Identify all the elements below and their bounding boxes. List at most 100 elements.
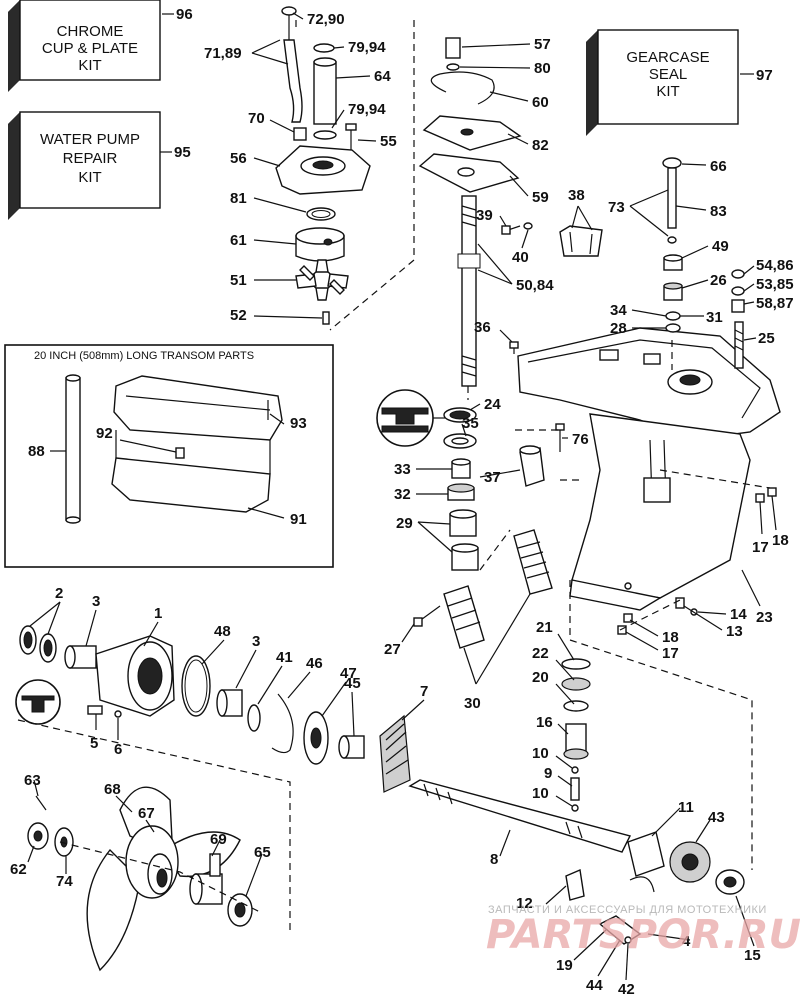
callout: 30 <box>464 695 481 712</box>
callout: 93 <box>290 415 307 432</box>
callout: 83 <box>710 203 727 220</box>
callout: 46 <box>306 655 323 672</box>
bearing-stack <box>443 407 479 571</box>
kit-label-line: REPAIR <box>63 150 118 167</box>
long-transom-inset: 20 INCH (508mm) LONG TRANSOM PARTS <box>4 344 334 568</box>
callout: 33 <box>394 461 411 478</box>
callout: 16 <box>536 714 553 731</box>
callout: 26 <box>710 272 727 289</box>
shift-rod-parts <box>662 157 745 370</box>
callout: 39 <box>476 207 493 224</box>
callout: 66 <box>710 158 727 175</box>
callout: 55 <box>380 133 397 150</box>
callout: 34 <box>610 302 627 319</box>
callout: 72,90 <box>307 11 345 28</box>
callout: 37 <box>484 469 501 486</box>
callout: 53,85 <box>756 276 794 293</box>
callout: 48 <box>214 623 231 640</box>
callout: 41 <box>276 649 293 666</box>
callout: 18 <box>662 629 679 646</box>
callout: 27 <box>384 641 401 658</box>
callout: 62 <box>10 861 27 878</box>
callout: 44 <box>586 977 603 994</box>
callout: 81 <box>230 190 247 207</box>
kit-label-line: CUP & PLATE <box>42 40 138 57</box>
callout: 43 <box>708 809 725 826</box>
callout: 82 <box>532 137 549 154</box>
callout: 3 <box>92 593 100 610</box>
callout: 59 <box>532 189 549 206</box>
water-intake-screens <box>413 529 553 649</box>
callout: 54,86 <box>756 257 794 274</box>
water-pump-parts <box>275 6 371 325</box>
watermark: ЗАПЧАСТИ И АКСЕССУАРЫ ДЛЯ МОТОТЕХНИКИ PA… <box>486 904 800 958</box>
inset-title: 20 INCH (508mm) LONG TRANSOM PARTS <box>34 350 254 362</box>
callout-95: 95 <box>174 144 191 161</box>
callout: 5 <box>90 735 98 752</box>
callout: 9 <box>544 765 552 782</box>
callout: 51 <box>230 272 247 289</box>
callout: 67 <box>138 805 155 822</box>
callout: 92 <box>96 425 113 442</box>
watermark-logo: PARTSPOR.RU <box>486 912 800 958</box>
callout: 68 <box>104 781 121 798</box>
kit-label-line: KIT <box>78 57 101 74</box>
callout: 61 <box>230 232 247 249</box>
callout: 18 <box>772 532 789 549</box>
callout-96: 96 <box>176 6 193 23</box>
kit-label-line: KIT <box>656 83 679 100</box>
callout: 56 <box>230 150 247 167</box>
callout: 79,94 <box>348 101 386 118</box>
callout: 88 <box>28 443 45 460</box>
callout: 91 <box>290 511 307 528</box>
callout: 14 <box>730 606 747 623</box>
callout: 17 <box>752 539 769 556</box>
callout: 74 <box>56 873 73 890</box>
callout: 69 <box>210 831 227 848</box>
callout: 2 <box>55 585 63 602</box>
callout: 70 <box>248 110 265 127</box>
callout: 25 <box>758 330 775 347</box>
callout: 1 <box>154 605 162 622</box>
callout: 50,84 <box>516 277 554 294</box>
anode-parts <box>515 423 565 487</box>
callout: 12 <box>516 895 533 912</box>
callout: 79,94 <box>348 39 386 56</box>
propshaft-parts <box>15 625 745 945</box>
callout: 3 <box>252 633 260 650</box>
callout: 80 <box>534 60 551 77</box>
callout: 73 <box>608 199 625 216</box>
callout: 40 <box>512 249 529 266</box>
leader-lines <box>27 12 777 981</box>
pinion-stack <box>561 658 591 812</box>
kit-label-line: GEARCASE <box>626 49 709 66</box>
kit-box-chrome-cup-plate: CHROME CUP & PLATE KIT 96 <box>8 0 193 92</box>
callout: 4 <box>682 933 691 950</box>
watermark-tagline: ЗАПЧАСТИ И АКСЕССУАРЫ ДЛЯ МОТОТЕХНИКИ <box>488 904 767 916</box>
callout: 31 <box>706 309 723 326</box>
callout: 38 <box>568 187 585 204</box>
kit-box-water-pump: WATER PUMP REPAIR KIT 95 <box>8 111 191 220</box>
callout: 13 <box>726 623 743 640</box>
callout: 6 <box>114 741 122 758</box>
propeller-parts <box>27 786 253 972</box>
callout: 71,89 <box>204 45 242 62</box>
callout: 23 <box>756 609 773 626</box>
callout: 63 <box>24 772 41 789</box>
callout: 19 <box>556 957 573 974</box>
driveshaft-parts <box>418 37 603 387</box>
kit-label-line: SEAL <box>649 66 687 83</box>
callout: 42 <box>618 981 635 997</box>
callout-labels: 72,90 71,89 79,94 64 79,94 70 55 56 81 6… <box>10 11 794 997</box>
callout: 64 <box>374 68 391 85</box>
callout: 29 <box>396 515 413 532</box>
callout-97: 97 <box>756 67 773 84</box>
callout: 11 <box>678 799 694 816</box>
callout: 21 <box>536 619 553 636</box>
callout: 49 <box>712 238 729 255</box>
kit-label-line: CHROME <box>57 23 124 40</box>
callout: 15 <box>744 947 761 964</box>
kit-label-line: WATER PUMP <box>40 131 140 148</box>
callout: 47 <box>340 665 357 682</box>
